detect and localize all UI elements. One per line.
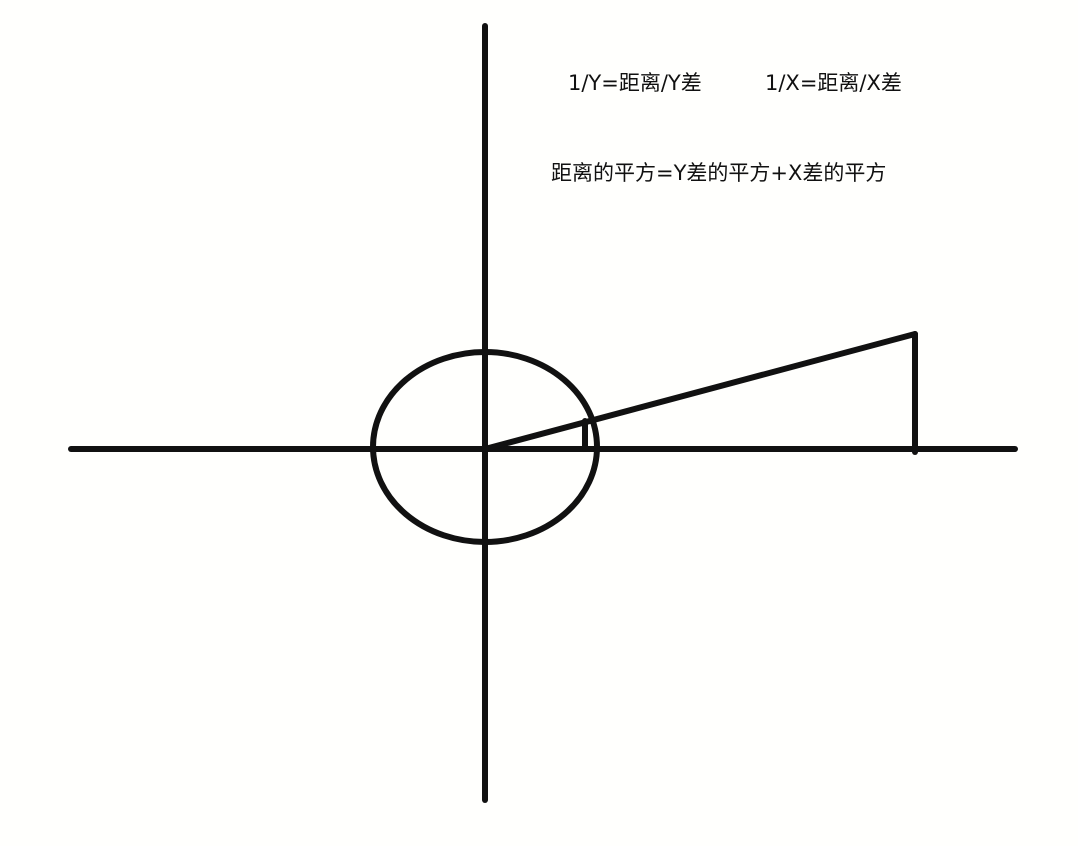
unit-circle	[370, 349, 600, 545]
distance-line	[482, 331, 918, 452]
formula-ratio-y: 1/Y=距离/Y差	[568, 71, 702, 95]
formula-ratio-x: 1/X=距离/X差	[765, 71, 902, 95]
formula-pythagoras: 距离的平方=Y差的平方+X差的平方	[551, 161, 887, 185]
